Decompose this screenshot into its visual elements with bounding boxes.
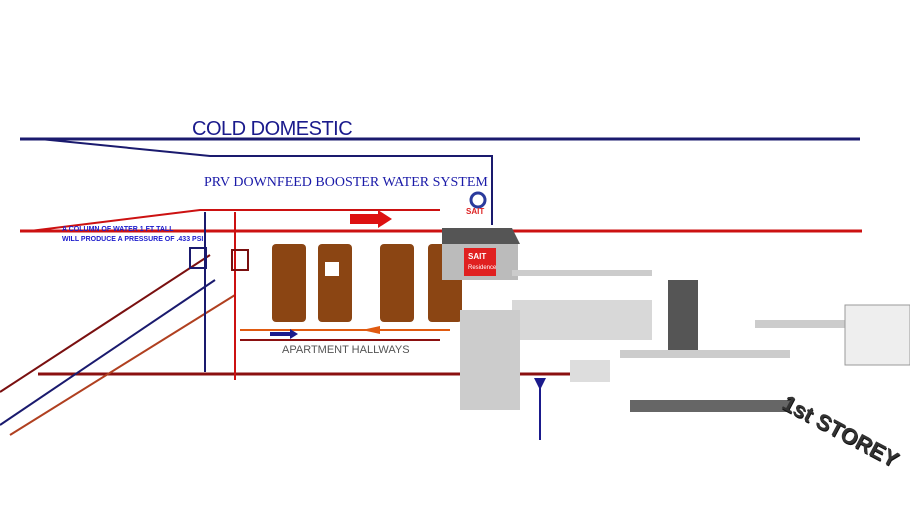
dishwasher [460,310,520,410]
flow-arrow [362,326,380,334]
apartment-hallways-label: APARTMENT HALLWAYS [282,344,410,356]
sink [570,360,610,382]
cold-diagonal-pipe [0,279,216,426]
hot-riser [29,209,440,232]
dish-unit [844,304,910,366]
return-diagonal-pipe [9,294,236,436]
sait-logo [469,191,487,209]
flow-arrow [270,329,298,339]
cold-domestic-title: COLD DOMESTIC [192,118,353,140]
prv-valve [231,249,249,271]
cold-downfeed-pipe [39,138,493,225]
sait-sign-title: SAIT [468,252,487,261]
pressure-note-line2: WILL PRODUCE A PRESSURE OF .433 PSI [62,236,204,243]
oven [668,280,698,350]
water-heater-tanks [272,244,462,322]
pressure-note-line1: A COLUMN OF WATER 1 FT TALL [62,226,174,233]
prv-valve [189,247,207,269]
triple-sink [755,320,845,328]
prep-table [620,350,790,358]
sait-sign [464,248,496,276]
table-shelf [630,400,790,412]
hot-flow-arrow [350,210,392,228]
counter [512,300,652,340]
residence-box-top [442,228,520,244]
hood [512,270,652,276]
sait-logo-text: SAIT [466,207,485,216]
return-diagonal-pipe [0,254,211,393]
sait-sign-subtitle: Residence [468,265,497,271]
system-title: PRV DOWNFEED BOOSTER WATER SYSTEM [204,175,488,190]
